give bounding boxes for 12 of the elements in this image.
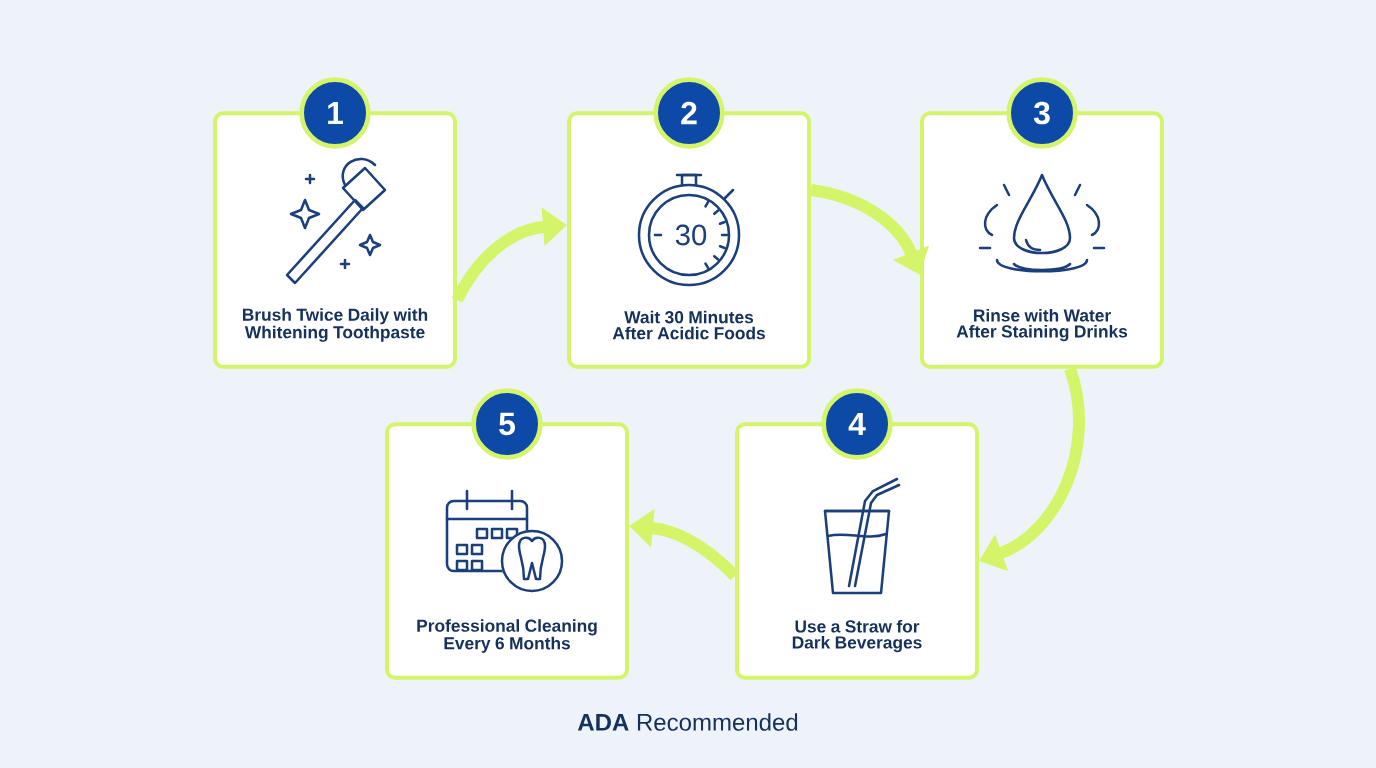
stopwatch-number: 30 <box>675 224 707 246</box>
number-badge: 5 <box>471 388 543 460</box>
step-caption: Use a Straw for Dark Beverages <box>792 619 922 653</box>
step-caption: Rinse with Water After Staining Drinks <box>956 308 1128 342</box>
step-caption: Wait 30 Minutes After Acidic Foods <box>612 310 765 340</box>
number-badge: 4 <box>821 388 893 460</box>
step-caption: Professional Cleaning Every 6 Months <box>417 619 597 653</box>
number-badge: 2 <box>653 77 725 149</box>
number-badge: 1 <box>299 77 371 149</box>
footer-note: ADA Recommended <box>577 713 798 731</box>
step-caption: Brush Twice Daily with Whitening Toothpaste <box>242 308 428 342</box>
number-badge: 3 <box>1006 77 1078 149</box>
